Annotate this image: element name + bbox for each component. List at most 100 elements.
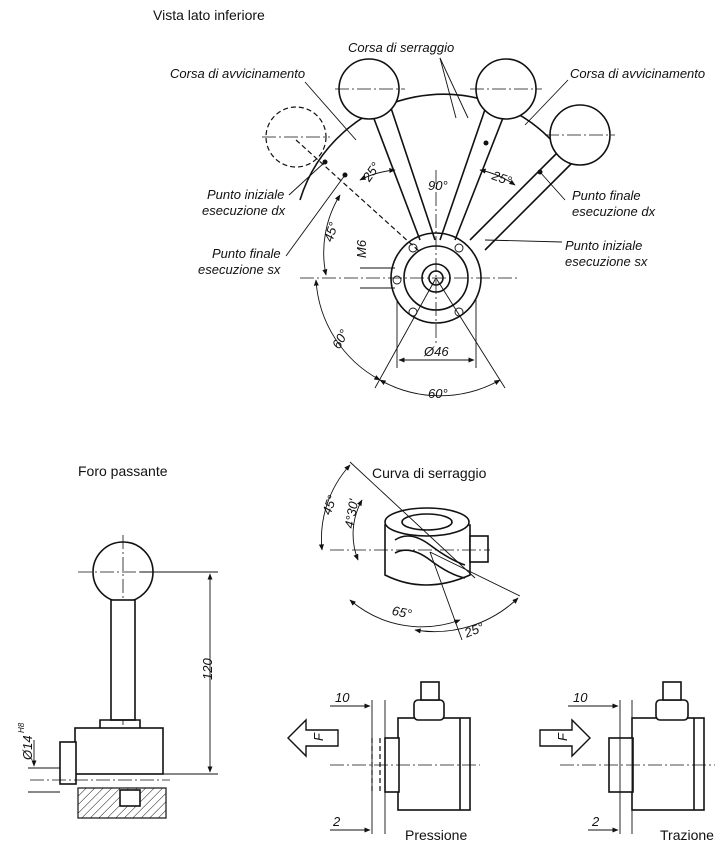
arc-25-left <box>359 167 396 181</box>
lever-upper-left-b <box>384 89 436 241</box>
point-end-sx <box>342 172 348 178</box>
cam-ray <box>349 461 476 579</box>
pressure-view: Pressione F 10 2 <box>287 681 480 843</box>
leader-end-sx <box>285 174 346 257</box>
label-approach-left: Corsa di avvicinamento <box>170 66 305 81</box>
dim-120: 120 <box>200 658 215 680</box>
dim-25-clamp: 25° <box>461 619 486 641</box>
ball-ghost-left <box>265 106 327 168</box>
leader-start-sx <box>484 239 563 243</box>
through-hole-view: Foro passante 120 Ø14 H8 <box>17 463 218 819</box>
label-end-dx-2: esecuzione dx <box>572 204 656 219</box>
leader-clamp-b <box>439 57 457 119</box>
pressure-force-arrow <box>287 718 339 758</box>
dim-bore: Ø14 <box>20 735 35 761</box>
lever-right-b <box>484 159 576 251</box>
cam-body <box>384 524 471 586</box>
clamp-curve-title: Curva di serraggio <box>372 465 487 481</box>
dim-45-clamp: 45° <box>319 493 340 517</box>
hub-outer <box>390 232 482 324</box>
screw-hole-5 <box>392 275 402 285</box>
arc-25-clamp <box>414 597 519 634</box>
arc-45 <box>322 194 341 276</box>
traction-top-block <box>655 699 689 721</box>
arc-45-clamp <box>318 464 351 551</box>
dim-90: 90° <box>428 178 448 193</box>
through-hole-title: Foro passante <box>78 463 168 479</box>
traction-body <box>631 717 705 811</box>
traction-view: Trazione F 10 2 <box>539 681 715 843</box>
leader-approach-left <box>304 81 357 141</box>
dim-25-left: 25° <box>359 159 383 185</box>
hub-mid <box>403 245 469 311</box>
lever-ghost-left <box>295 139 421 253</box>
ray-right <box>435 277 506 389</box>
hub-bore <box>421 263 451 293</box>
body-side <box>74 727 164 775</box>
traction-title: Trazione <box>660 827 714 843</box>
traction-dim-2: 2 <box>591 814 600 829</box>
cam-bore <box>401 513 453 531</box>
dim-65: 65° <box>391 603 413 622</box>
dim-m6: M6 <box>354 239 369 258</box>
pressure-force-label: F <box>311 732 326 741</box>
traction-dim-10: 10 <box>573 690 588 705</box>
leader-start-dx <box>288 161 326 196</box>
dim-4-30: 4°30' <box>341 497 361 529</box>
pressure-top-block <box>413 699 445 721</box>
cam-slot-a <box>394 535 466 566</box>
arc-60-bottom <box>379 379 501 397</box>
pressure-top-pin <box>420 681 440 701</box>
bottom-view-title: Vista lato inferiore <box>153 7 265 23</box>
label-approach-right: Corsa di avvicinamento <box>570 66 705 81</box>
arc-4-30 <box>352 499 363 561</box>
screw-hole-4 <box>454 307 464 317</box>
arc-60-left <box>313 279 381 381</box>
hub-inner <box>428 270 444 286</box>
cam-side-boss <box>469 535 489 563</box>
cam-top <box>384 507 470 537</box>
lever-upper-right-a <box>439 94 491 241</box>
label-start-dx-1: Punto iniziale <box>207 187 284 202</box>
label-end-sx-2: esecuzione sx <box>198 262 281 277</box>
dim-25-right: 25° <box>489 167 514 188</box>
ray-left <box>374 277 437 389</box>
traction-force-label: F <box>555 732 570 741</box>
dim-45: 45° <box>321 220 341 243</box>
label-end-dx-1: Punto finale <box>572 188 641 203</box>
label-start-sx-2: esecuzione sx <box>565 254 648 269</box>
arc-25-right <box>479 168 516 186</box>
cam-ray-3 <box>429 551 521 597</box>
point-end-dx <box>537 169 543 175</box>
lever-right-a <box>469 149 561 241</box>
dim-bore-tol: H8 <box>17 722 26 733</box>
dim-60-bottom: 60° <box>428 386 448 401</box>
cam-ray-2 <box>429 551 463 641</box>
point-start-sx <box>483 140 489 146</box>
leader-end-dx <box>539 171 566 201</box>
leader-clamp-a <box>439 57 469 119</box>
pressure-body <box>397 717 471 811</box>
travel-arc <box>299 93 561 201</box>
section-insert <box>119 789 141 807</box>
label-clamp-stroke: Corsa di serraggio <box>348 40 454 55</box>
traction-top-pin <box>662 681 682 701</box>
traction-force-arrow <box>539 718 591 758</box>
label-start-sx-1: Punto iniziale <box>565 238 642 253</box>
pressure-title: Pressione <box>405 827 467 843</box>
bottom-view: Vista lato inferiore <box>153 7 705 401</box>
pressure-dim-2: 2 <box>332 814 341 829</box>
clamp-curve-view: Curva di serraggio 45° 4°30' 65° 25° <box>318 461 521 641</box>
dim-dia46: Ø46 <box>423 344 449 359</box>
pressure-dim-10: 10 <box>335 690 350 705</box>
dim-60-left: 60° <box>329 327 352 352</box>
label-end-sx-1: Punto finale <box>212 246 281 261</box>
lever-shaft <box>110 599 136 721</box>
leader-approach-right <box>524 79 569 126</box>
label-start-dx-2: esecuzione dx <box>202 203 286 218</box>
screw-hole-1 <box>408 243 418 253</box>
screw-hole-2 <box>454 243 464 253</box>
point-start-dx <box>322 159 328 165</box>
stub-side <box>59 741 77 785</box>
